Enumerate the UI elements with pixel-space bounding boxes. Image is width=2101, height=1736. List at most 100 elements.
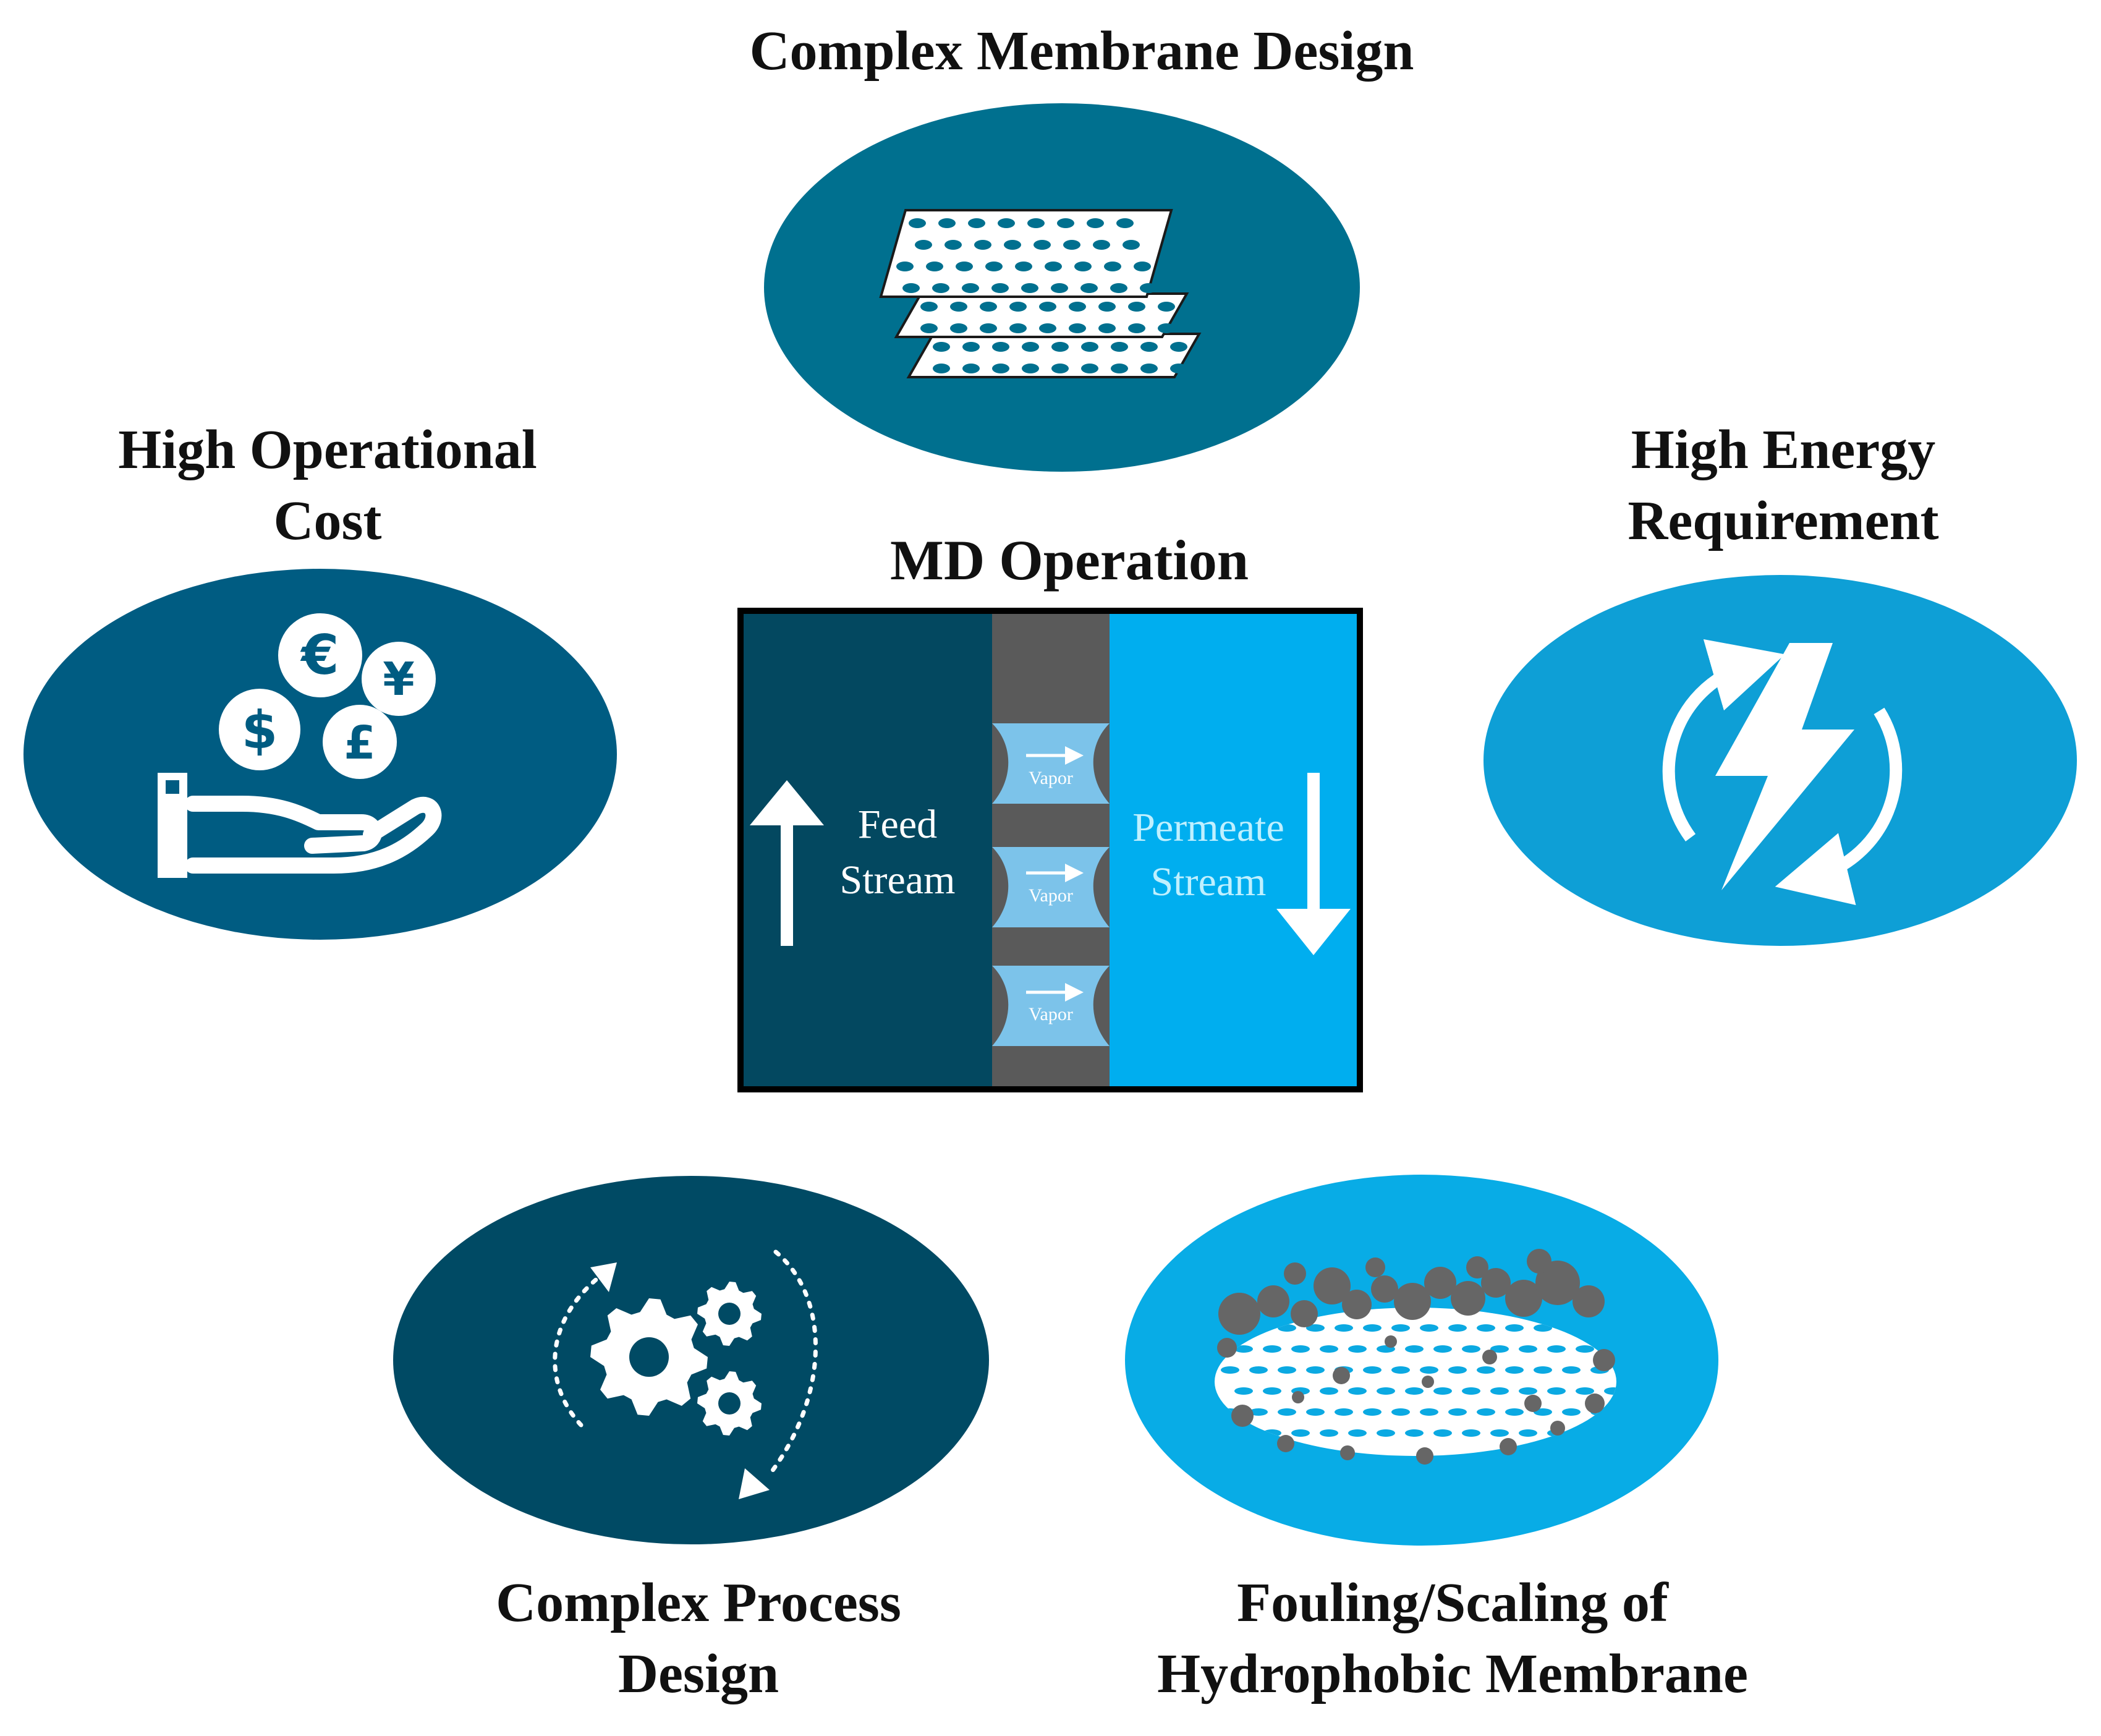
membrane-pore xyxy=(909,218,926,228)
membrane-pore xyxy=(1377,1387,1395,1395)
membrane-pore xyxy=(933,342,950,352)
membrane-pore xyxy=(1051,283,1068,293)
membrane-pore xyxy=(1069,323,1086,333)
membrane-pore xyxy=(1074,262,1092,271)
membrane-pore xyxy=(1278,1408,1296,1416)
membrane-pore xyxy=(1306,1366,1325,1374)
foulant-particle xyxy=(1422,1376,1434,1388)
membrane-pore xyxy=(1433,1429,1452,1437)
membrane-pore xyxy=(1448,1408,1467,1416)
foulant-particle xyxy=(1291,1300,1318,1327)
foulant-deposits xyxy=(1217,1249,1615,1465)
permeate-arrow-head xyxy=(1276,909,1351,955)
permeate-stream-label: Stream xyxy=(1151,859,1267,904)
membrane-pore xyxy=(1098,302,1116,312)
membrane-pore xyxy=(1022,342,1039,352)
membrane-pore xyxy=(1087,218,1104,228)
membrane-pore xyxy=(1420,1408,1438,1416)
foulant-particle xyxy=(1371,1275,1398,1303)
membrane-pore xyxy=(1519,1387,1537,1395)
membrane-pore xyxy=(1448,1324,1467,1332)
label-high-operational-cost: High Operational Cost xyxy=(118,419,537,552)
vapor-label: Vapor xyxy=(1029,768,1073,788)
membrane-pore xyxy=(1291,1429,1310,1437)
membrane-pore xyxy=(1420,1366,1438,1374)
membrane-pore xyxy=(992,342,1009,352)
membrane-pore xyxy=(933,364,950,373)
membrane-pore xyxy=(1093,240,1110,250)
pound-coin xyxy=(323,705,397,779)
membrane-pore xyxy=(1234,1345,1253,1353)
foulant-particle xyxy=(1385,1335,1397,1348)
membrane-pore xyxy=(1116,218,1134,228)
dotted-cycle-arrow-left xyxy=(553,1265,614,1428)
gear-hole xyxy=(718,1303,741,1325)
membrane-pore xyxy=(956,262,973,271)
membrane-pore xyxy=(962,283,979,293)
foulant-particle xyxy=(1231,1405,1254,1427)
membrane-pore xyxy=(1405,1345,1424,1353)
membrane-pore xyxy=(1604,1387,1616,1395)
membrane-pore xyxy=(1306,1324,1325,1332)
membrane-pore xyxy=(1405,1387,1424,1395)
membrane-pore xyxy=(1123,240,1140,250)
membrane-pore xyxy=(980,323,997,333)
feed-stream-label: Stream xyxy=(840,857,956,903)
membrane-pore xyxy=(1562,1408,1581,1416)
membrane-pore xyxy=(998,218,1015,228)
foulant-particle xyxy=(1593,1349,1615,1371)
membrane-pore xyxy=(1263,1387,1281,1395)
membrane-pore xyxy=(1363,1366,1382,1374)
foulant-particle xyxy=(1482,1350,1497,1364)
membrane-pore xyxy=(1519,1345,1537,1353)
membrane-pore xyxy=(932,283,949,293)
membrane-pore xyxy=(1348,1387,1367,1395)
membrane-pore xyxy=(1111,364,1128,373)
membrane-pore xyxy=(1505,1408,1524,1416)
cycle-arrow-upper xyxy=(1662,639,1785,841)
membrane-pore xyxy=(1363,1408,1382,1416)
hand-palm xyxy=(185,796,442,874)
dollar-symbol: $ xyxy=(242,700,278,760)
foulant-particle xyxy=(1292,1391,1304,1403)
membrane-pore xyxy=(1306,1408,1325,1416)
membrane-pore xyxy=(1505,1324,1524,1332)
membrane-pore xyxy=(1391,1408,1410,1416)
md-operation-box: Vapor Vapor Vapor Feed Stream Permeate S… xyxy=(737,608,1363,1092)
membrane-pore xyxy=(1462,1429,1480,1437)
foulant-particle xyxy=(1481,1268,1511,1298)
membrane-pore xyxy=(1576,1387,1594,1395)
membrane-pore xyxy=(1291,1345,1310,1353)
foulant-particle xyxy=(1550,1421,1565,1436)
hand-coins-icon: € ¥ $ £ xyxy=(158,613,442,878)
membrane-pore xyxy=(962,342,980,352)
membrane-pore xyxy=(1004,240,1021,250)
foulant-particle xyxy=(1257,1285,1289,1317)
membrane-pore xyxy=(1045,262,1062,271)
membrane-pore xyxy=(1249,1366,1268,1374)
membrane-pore xyxy=(1462,1345,1480,1353)
membrane-pore xyxy=(1221,1366,1239,1374)
feed-arrow-shaft xyxy=(781,816,793,946)
membrane-pore xyxy=(1158,302,1175,312)
foulant-particle xyxy=(1573,1285,1605,1317)
membrane-pore xyxy=(1462,1387,1480,1395)
foulant-particle xyxy=(1217,1338,1237,1358)
membrane-pore xyxy=(1134,262,1151,271)
membrane-pore xyxy=(1140,364,1158,373)
membrane-pore xyxy=(1034,240,1051,250)
membrane-pore xyxy=(1391,1324,1410,1332)
energy-group xyxy=(1483,575,2077,946)
membrane-pore xyxy=(1057,218,1074,228)
membrane-pore xyxy=(1477,1324,1495,1332)
foulant-particle xyxy=(1466,1256,1488,1279)
membrane-pore xyxy=(1547,1387,1566,1395)
membrane-sheet xyxy=(879,209,1173,298)
foulant-particle xyxy=(1314,1267,1351,1304)
membrane-pore xyxy=(944,240,962,250)
fouled-membrane xyxy=(1215,1308,1616,1456)
membrane-pore xyxy=(1348,1429,1367,1437)
membrane-pore xyxy=(915,240,932,250)
